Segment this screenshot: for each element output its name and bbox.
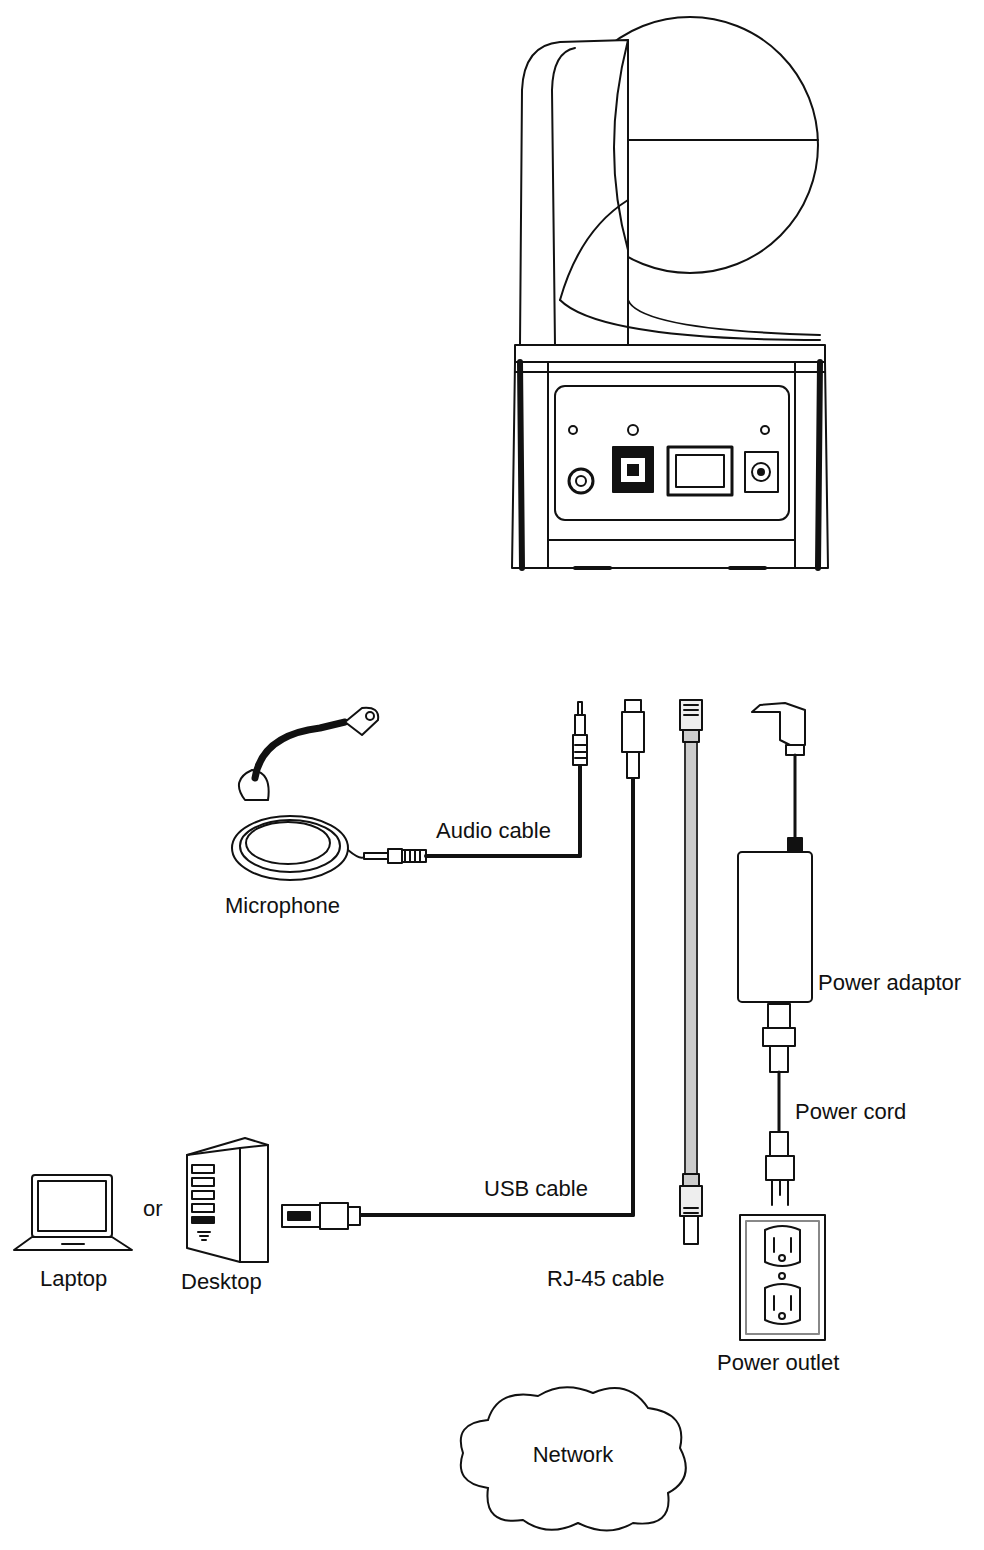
part-label: Desktop: [181, 1269, 262, 1295]
microphone: [232, 708, 426, 880]
power-supply: [738, 703, 825, 1340]
part-label: Microphone: [225, 893, 340, 919]
cable-label: RJ-45 cable: [547, 1266, 664, 1292]
part-label: Laptop: [40, 1266, 107, 1292]
conjunction-label: or: [143, 1196, 163, 1222]
rj45-cable: [680, 700, 702, 1244]
laptop: [14, 1175, 132, 1250]
part-label: Power adaptor: [818, 970, 961, 996]
camera: [512, 17, 828, 568]
cable-label: USB cable: [484, 1176, 588, 1202]
desktop: [187, 1138, 268, 1262]
audio-cable: [426, 702, 587, 856]
part-label: Power outlet: [717, 1350, 839, 1376]
network-cloud: Network: [448, 1378, 698, 1533]
node-text: Network: [533, 1442, 614, 1468]
cloud-shape: [461, 1387, 686, 1530]
cable-label: Audio cable: [436, 818, 551, 844]
cable-label: Power cord: [795, 1099, 906, 1125]
usb-cable: [282, 700, 644, 1229]
